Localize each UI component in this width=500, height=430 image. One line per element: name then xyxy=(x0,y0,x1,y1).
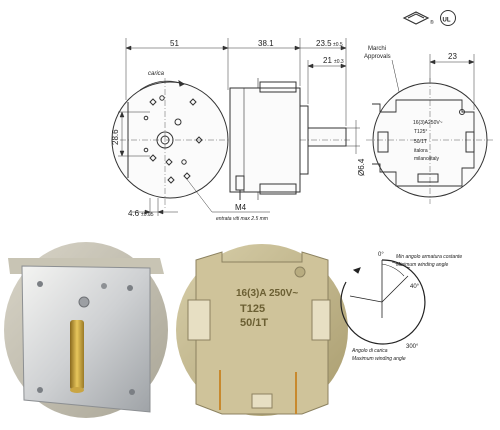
ul-mark-icon: UL xyxy=(440,10,456,26)
photo-label-line-3: 50/1T xyxy=(240,317,268,329)
side-view-drawing xyxy=(229,78,352,200)
front-label-line-2: T125° xyxy=(414,129,427,135)
dimension-38-1 xyxy=(228,38,301,86)
min-angle-it: Min angolo armatura costante xyxy=(396,254,462,260)
dimension-4-6 xyxy=(132,198,178,216)
front-view-drawing xyxy=(111,78,232,210)
dimension-shaft xyxy=(346,120,360,154)
screw-note: entrata viti max 2.5 mm xyxy=(216,216,268,222)
dim-4-6-label: 4.6 xyxy=(128,209,140,218)
angle-zero-label: 0° xyxy=(378,252,384,258)
dim-23-5-label: 23.5 xyxy=(316,39,332,48)
front-label-line-4: italora xyxy=(414,148,428,154)
dimension-21 xyxy=(307,60,347,104)
photo-label-line-1: 16(3)A 250V~ xyxy=(236,288,298,299)
front-label-line-5: milano/italy xyxy=(414,156,440,162)
dim-38-1-label: 38.1 xyxy=(258,39,274,48)
angle-300-label: 300° xyxy=(406,344,419,350)
dim-shaft-label: Ø6.4 xyxy=(357,158,366,176)
max-angle-it: Angolo di carica xyxy=(351,348,388,354)
dimension-51 xyxy=(125,38,229,100)
front-label-line-3: 50/1T xyxy=(414,139,427,145)
carica-label: carica xyxy=(148,71,165,77)
dim-21-label: 21 xyxy=(323,56,332,65)
angle-forty-label: 40° xyxy=(410,284,420,290)
vde-mark-sub: ® xyxy=(430,19,434,26)
m4-callout xyxy=(185,177,270,213)
approvals-label: Approvals xyxy=(364,54,391,60)
winding-angle-diagram xyxy=(340,259,426,345)
ul-mark-text: UL xyxy=(443,18,451,24)
m4-label: M4 xyxy=(235,203,247,212)
approvals-leader xyxy=(391,59,401,97)
max-angle-en: Maximum winding angle xyxy=(352,356,406,362)
dim-51-label: 51 xyxy=(170,39,179,48)
dim-21-tol: ±0.3 xyxy=(334,59,344,65)
dimension-28-6 xyxy=(118,111,150,157)
dimension-23-5 xyxy=(300,38,347,126)
min-angle-en: Minimum winding angle xyxy=(396,262,448,268)
front-label-line-1: 16(3)A250V~ xyxy=(413,120,443,126)
back-view-label-block: 16(3)A250V~ T125° 50/1T italora milano/i… xyxy=(413,120,443,162)
back-view-drawing xyxy=(366,78,494,204)
dim-4-6-tol: ±0.05 xyxy=(141,212,154,218)
dimension-23 xyxy=(429,54,475,110)
dim-28-6-label: 28.6 xyxy=(111,129,120,145)
dim-23-5-tol: ±0.5 xyxy=(333,42,343,48)
marchi-label: Marchi xyxy=(368,46,386,52)
motor-front-photo xyxy=(4,242,168,418)
vde-mark-icon: ® xyxy=(402,11,434,26)
motor-back-photo: 16(3)A 250V~ T125 50/1T xyxy=(176,244,348,416)
dim-23-label: 23 xyxy=(448,52,457,61)
photo-label-line-2: T125 xyxy=(240,303,265,315)
